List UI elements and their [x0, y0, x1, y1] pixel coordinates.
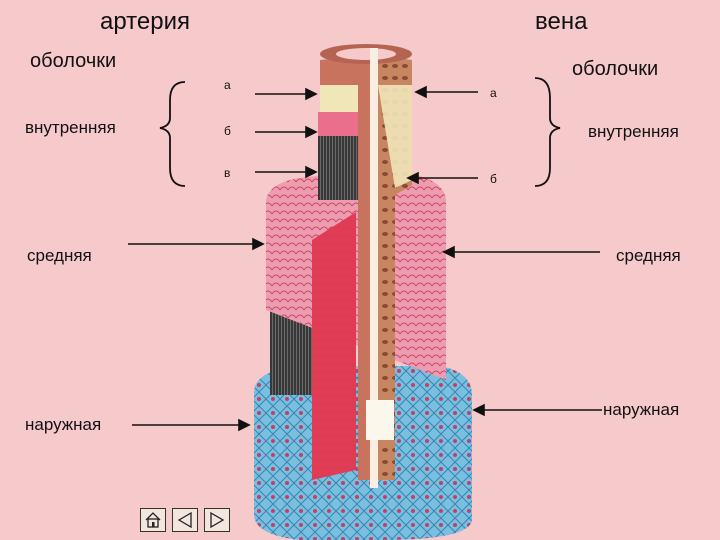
right-brace — [534, 77, 561, 187]
back-triangle-icon — [177, 511, 192, 529]
home-icon — [145, 512, 161, 528]
arrow-left-a — [255, 87, 318, 101]
artery-title: артерия — [100, 8, 190, 35]
vessel-lumen — [336, 48, 396, 60]
arrow-left-middle — [128, 237, 265, 251]
back-button[interactable] — [172, 508, 198, 532]
arrow-left-v — [255, 165, 318, 179]
vein-coats-label: оболочки — [572, 58, 659, 80]
arrow-right-a — [414, 85, 478, 99]
lumen-bottom — [366, 400, 394, 440]
vein-middle-label: средняя — [616, 246, 681, 265]
left-brace — [159, 81, 186, 187]
artery-letter-a: а — [224, 78, 231, 92]
vein-title: вена — [535, 8, 588, 35]
arrow-right-outer — [472, 403, 602, 417]
artery-middle-label: средняя — [27, 246, 92, 265]
middle-coat-media — [266, 176, 446, 480]
artery-coats-label: оболочки — [30, 50, 117, 72]
elastic-membrane-upper — [318, 130, 358, 200]
arrow-right-b — [406, 171, 478, 185]
arrow-right-middle — [442, 245, 600, 259]
forward-button[interactable] — [204, 508, 230, 532]
vein-letter-b: б — [490, 172, 497, 186]
artery-letter-v: в — [224, 166, 231, 180]
arrow-left-outer — [132, 418, 251, 432]
artery-outer-label: наружная — [25, 415, 102, 434]
vein-outer-label: наружная — [603, 400, 680, 419]
inner-coat-pink — [318, 112, 358, 136]
artery-letter-b: б — [224, 124, 231, 138]
forward-triangle-icon — [210, 511, 225, 529]
vein-inner-label: внутренняя — [588, 122, 679, 141]
arrow-left-b — [255, 125, 318, 139]
artery-inner-label: внутренняя — [25, 118, 116, 137]
lumen-cut — [370, 48, 378, 488]
home-button[interactable] — [140, 508, 166, 532]
inner-coat-intima — [320, 55, 412, 480]
vein-letter-a: а — [490, 86, 497, 100]
